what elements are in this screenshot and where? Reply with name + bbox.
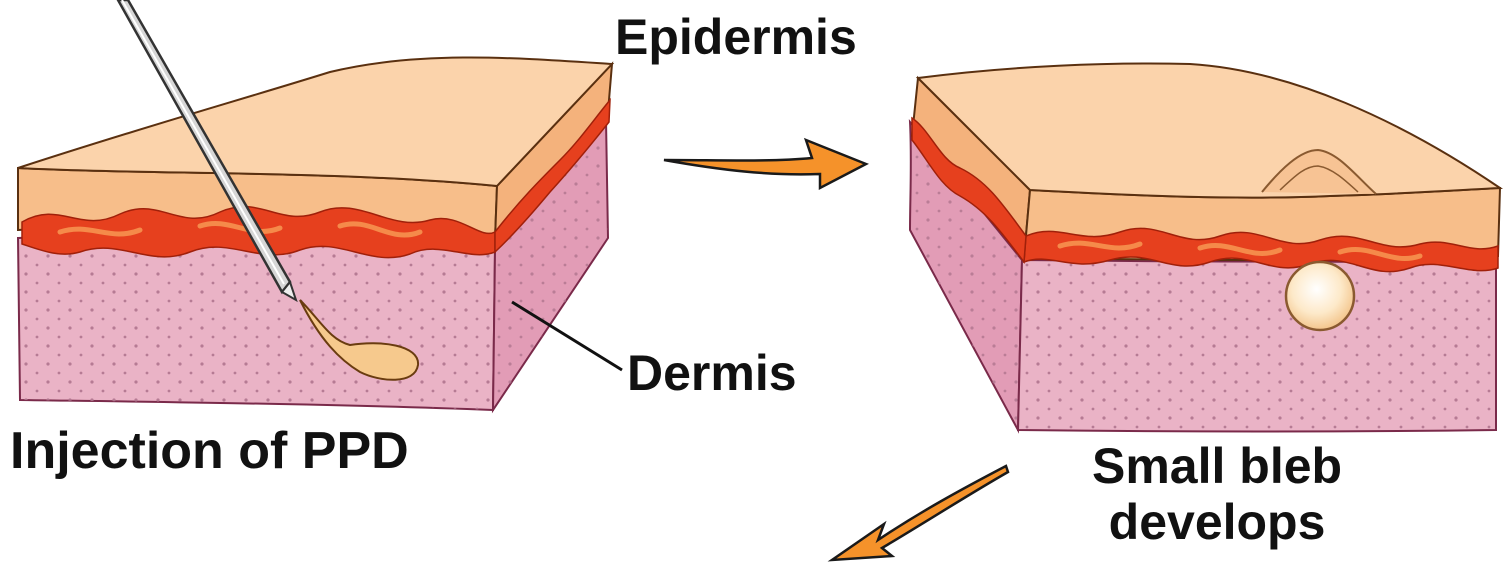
bleb-label-line1: Small bleb [1092, 438, 1342, 494]
bleb-label-line2: develops [1092, 494, 1342, 550]
right-skin-block [910, 64, 1500, 432]
left-skin-block [18, 58, 612, 411]
right-arrow-icon [664, 140, 866, 188]
dermis-label: Dermis [627, 348, 797, 398]
bleb-label: Small bleb develops [1092, 438, 1342, 550]
bleb [1286, 262, 1354, 330]
down-left-arrow-icon [832, 466, 1008, 560]
injection-label: Injection of PPD [10, 425, 409, 477]
epidermis-label: Epidermis [615, 12, 857, 62]
